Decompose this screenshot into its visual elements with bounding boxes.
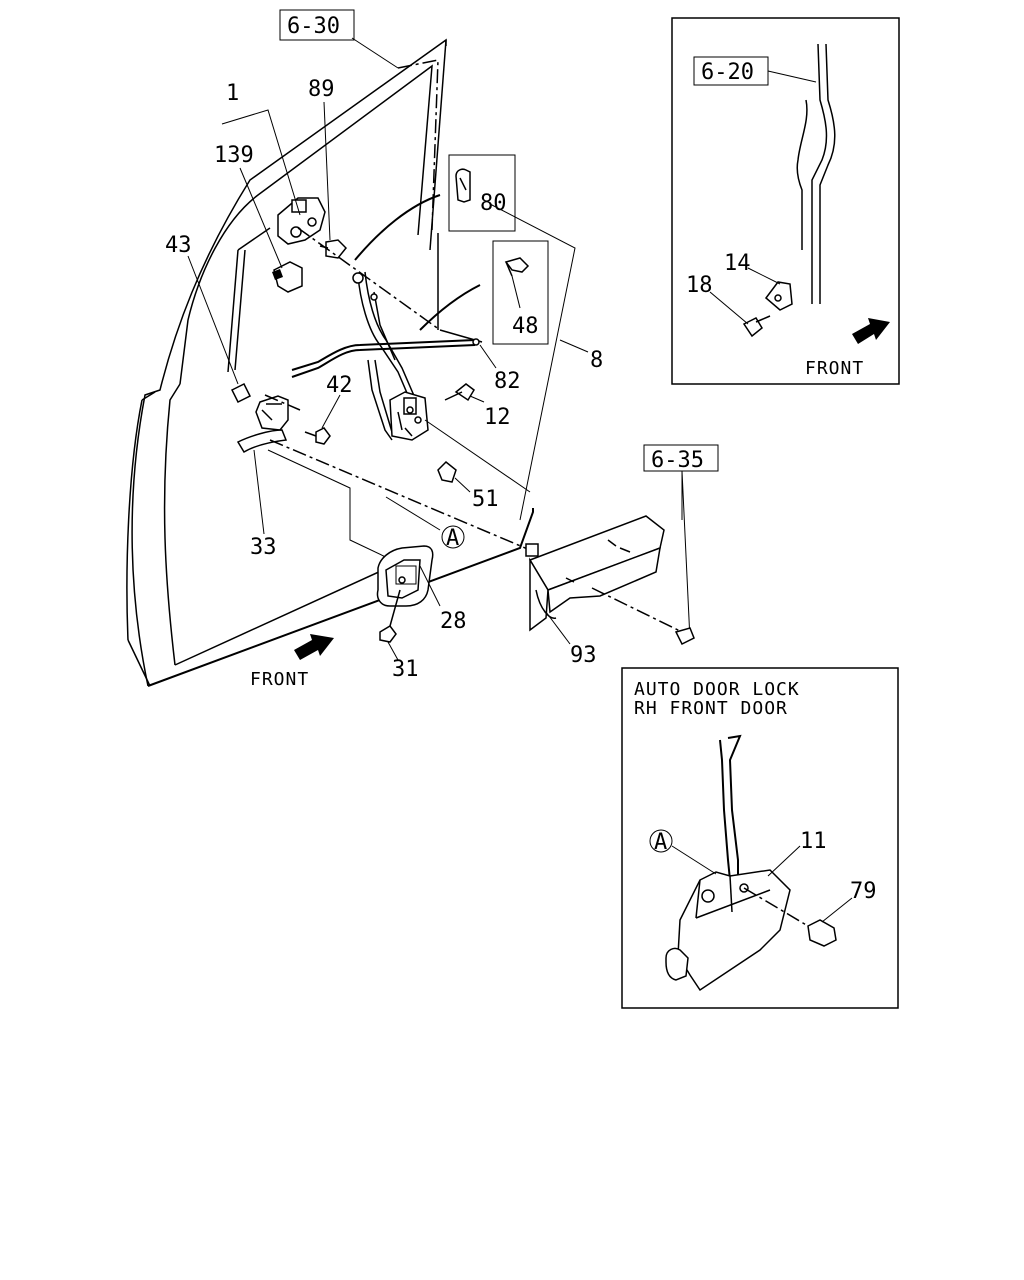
label-8[interactable]: 8 — [590, 348, 603, 373]
ref-line-6-30: 6-30 — [279, 9, 439, 231]
label-11[interactable]: 11 — [800, 829, 827, 854]
outer-handle-assembly: 43 42 33 — [165, 233, 531, 560]
label-80[interactable]: 80 — [480, 191, 507, 216]
part-48-box: 48 — [492, 240, 549, 345]
part-80-box: 80 — [448, 154, 516, 232]
front-label-main[interactable]: FRONT — [250, 669, 309, 690]
ref-6-35-label[interactable]: 6-35 — [651, 448, 704, 473]
label-82[interactable]: 82 — [494, 369, 521, 394]
front-arrow-main: FRONT — [250, 634, 334, 690]
inset-title-line2[interactable]: RH FRONT DOOR — [634, 698, 788, 719]
ref-6-30-label[interactable]: 6-30 — [287, 14, 340, 39]
label-51[interactable]: 51 — [472, 487, 499, 512]
door-panel — [126, 38, 534, 687]
label-42[interactable]: 42 — [326, 373, 353, 398]
label-28[interactable]: 28 — [440, 609, 467, 634]
label-93[interactable]: 93 — [570, 643, 597, 668]
ref-6-20-label[interactable]: 6-20 — [701, 60, 754, 85]
label-43[interactable]: 43 — [165, 233, 192, 258]
callout-a-label[interactable]: A — [446, 526, 459, 551]
callout-a-inset-label[interactable]: A — [654, 830, 667, 855]
label-79[interactable]: 79 — [850, 879, 877, 904]
lock-rods — [291, 271, 483, 441]
label-89[interactable]: 89 — [308, 77, 335, 102]
part-51: 51 — [437, 460, 499, 512]
part-82: 82 — [479, 344, 521, 394]
label-48[interactable]: 48 — [512, 314, 539, 339]
inner-handle-assembly: 28 31 — [376, 545, 467, 682]
label-18[interactable]: 18 — [686, 273, 713, 298]
callout-a-main: A — [267, 449, 465, 561]
part-12: 12 — [444, 383, 511, 430]
label-31[interactable]: 31 — [392, 657, 419, 682]
label-14[interactable]: 14 — [724, 251, 751, 276]
label-12[interactable]: 12 — [484, 405, 511, 430]
label-33[interactable]: 33 — [250, 535, 277, 560]
label-139[interactable]: 139 — [214, 143, 254, 168]
door-lock-mechanism — [389, 391, 531, 493]
part-8-leader: 8 — [489, 203, 603, 521]
inset-auto-door-lock: AUTO DOOR LOCK RH FRONT DOOR 79 11 A — [621, 667, 899, 1009]
upper-latch-assembly: 1 89 139 — [214, 77, 441, 331]
inset-6-20: 6-20 14 18 FRONT — [671, 17, 900, 385]
front-label-inset[interactable]: FRONT — [805, 358, 864, 379]
label-1[interactable]: 1 — [226, 81, 239, 106]
bracket-6-35: 6-35 93 — [525, 444, 719, 668]
inset-title-line1[interactable]: AUTO DOOR LOCK — [634, 679, 800, 700]
